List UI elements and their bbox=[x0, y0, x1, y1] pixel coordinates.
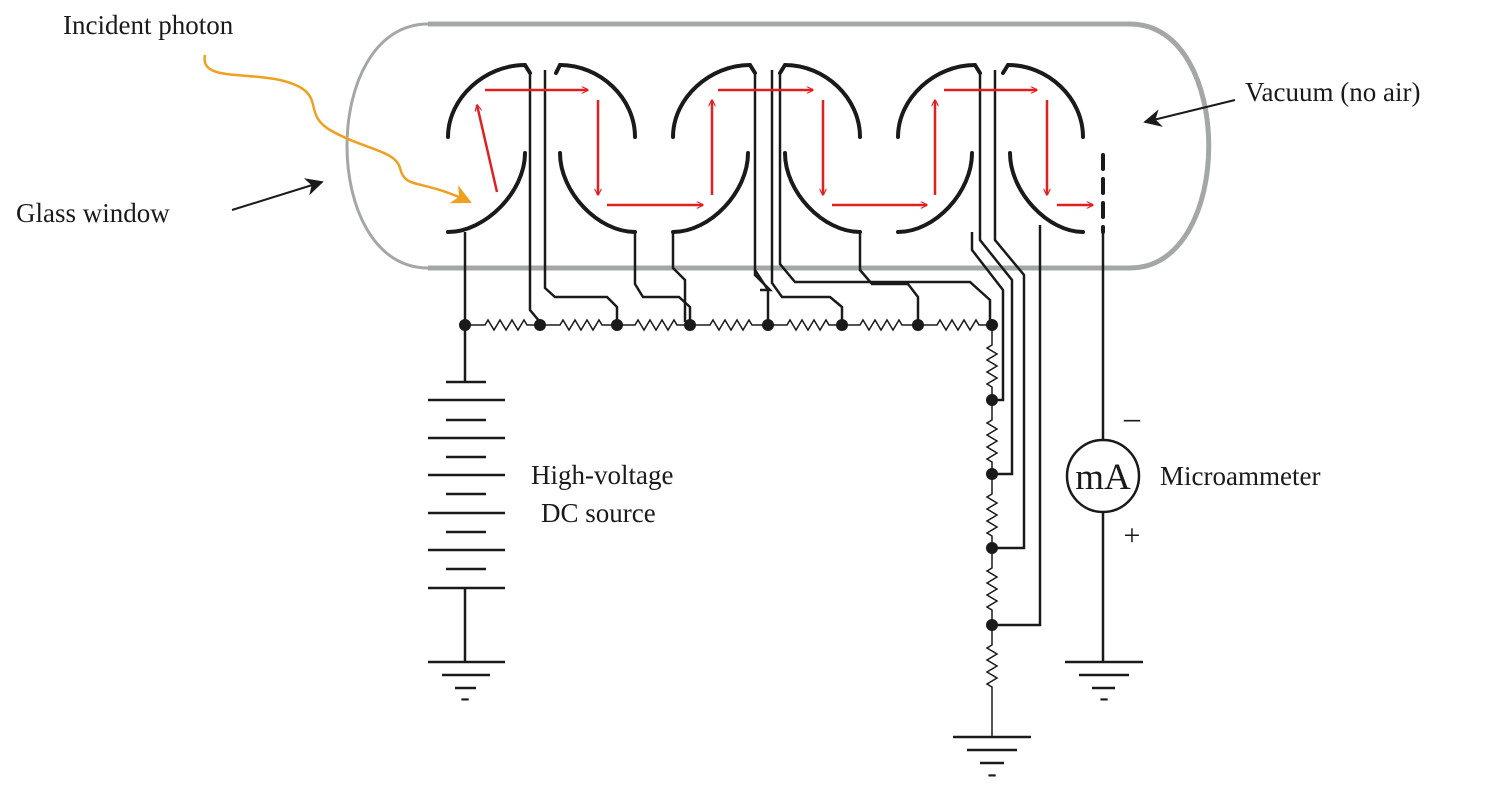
resistor-v4 bbox=[985, 548, 999, 625]
dynode-lead-11 bbox=[992, 70, 1026, 550]
resistor-h2 bbox=[540, 318, 617, 332]
photocathode bbox=[446, 151, 527, 234]
junction-dot bbox=[762, 319, 774, 331]
electron-path bbox=[477, 90, 1093, 205]
tube-front-edge bbox=[345, 22, 429, 270]
resistor-v1 bbox=[985, 325, 999, 400]
resistor-h5 bbox=[768, 318, 842, 332]
dynode-lead-4 bbox=[753, 73, 774, 292]
junction-dot bbox=[459, 319, 471, 331]
ground-meter bbox=[1065, 660, 1143, 690]
resistor-divider bbox=[465, 318, 999, 737]
junction-dot bbox=[912, 319, 924, 331]
dynode-lead-5 bbox=[770, 70, 844, 322]
lower-dynode-3 bbox=[783, 151, 862, 234]
resistor-h7 bbox=[918, 318, 992, 332]
dynode-lead-4b bbox=[753, 269, 770, 322]
dynode-lead-2 bbox=[543, 70, 619, 322]
battery-ground-sign: - bbox=[460, 682, 469, 713]
upper-dynode-2 bbox=[554, 62, 637, 139]
dynode-lead-1 bbox=[528, 73, 541, 323]
vacuum-arrow bbox=[1143, 99, 1236, 127]
upper-dynode-4 bbox=[778, 62, 862, 139]
incident-photon-label: Incident photon bbox=[63, 10, 234, 40]
battery-stack bbox=[428, 380, 505, 662]
lower-dynode-1 bbox=[558, 151, 637, 234]
junction-dot bbox=[611, 319, 623, 331]
junction-dot bbox=[986, 319, 998, 331]
glass-window-label: Glass window bbox=[16, 198, 170, 228]
resistor-v3 bbox=[985, 474, 999, 548]
ground-divider bbox=[953, 735, 1031, 765]
connection-wires bbox=[463, 70, 1105, 662]
dynode-lead-8 bbox=[778, 73, 992, 322]
junction-dot bbox=[986, 619, 998, 631]
microammeter-label: Microammeter bbox=[1160, 461, 1320, 491]
upper-dynode-1 bbox=[446, 62, 532, 139]
vacuum-tube bbox=[345, 21, 1212, 271]
incident-photon-wave bbox=[203, 54, 472, 204]
junction-dot bbox=[836, 319, 848, 331]
resistor-h1 bbox=[465, 318, 540, 332]
lower-dynode-4 bbox=[896, 151, 974, 234]
resistor-v2 bbox=[985, 400, 999, 474]
upper-dynode-6 bbox=[1001, 62, 1085, 139]
hv-source-label-line2: DC source bbox=[541, 498, 656, 528]
resistor-v5 bbox=[985, 625, 999, 737]
junction-dot bbox=[986, 468, 998, 480]
junction-dot bbox=[534, 319, 546, 331]
vacuum-label: Vacuum (no air) bbox=[1245, 77, 1420, 107]
ground-battery bbox=[428, 660, 505, 690]
lower-dynode-5 bbox=[1008, 151, 1085, 234]
glass-window-arrow bbox=[231, 178, 324, 211]
upper-dynode-3 bbox=[671, 62, 757, 139]
resistor-h4 bbox=[690, 318, 768, 332]
junction-dot bbox=[684, 319, 696, 331]
dynode-lead-9 bbox=[970, 232, 1005, 402]
dynode-lead-12 bbox=[992, 225, 1042, 627]
dynode-lead-3 bbox=[633, 232, 692, 322]
meter-unit: mA bbox=[1075, 457, 1131, 498]
resistor-h3 bbox=[617, 318, 690, 332]
resistor-h6 bbox=[842, 318, 918, 332]
meter-plus-sign: + bbox=[1124, 519, 1141, 552]
upper-dynode-5 bbox=[896, 62, 982, 139]
dynode-lead-10 bbox=[978, 73, 1014, 476]
junction-dots bbox=[459, 319, 998, 631]
meter-minus-sign: – bbox=[1123, 399, 1141, 435]
dynode-lead-7 bbox=[671, 232, 687, 322]
microammeter: mA bbox=[1065, 438, 1141, 514]
hv-source-label-line1: High-voltage bbox=[531, 460, 673, 490]
divider-ground-sign: - bbox=[987, 758, 996, 788]
dynodes bbox=[446, 62, 1105, 234]
junction-dot bbox=[986, 542, 998, 554]
junction-dot bbox=[986, 394, 998, 406]
meter-circle bbox=[1065, 438, 1141, 514]
lower-dynode-2 bbox=[671, 151, 750, 234]
electron-arrow bbox=[477, 105, 499, 193]
tube-body bbox=[428, 21, 1212, 271]
meter-ground-sign: - bbox=[1099, 682, 1108, 713]
dynode-lead-6 bbox=[858, 232, 920, 322]
